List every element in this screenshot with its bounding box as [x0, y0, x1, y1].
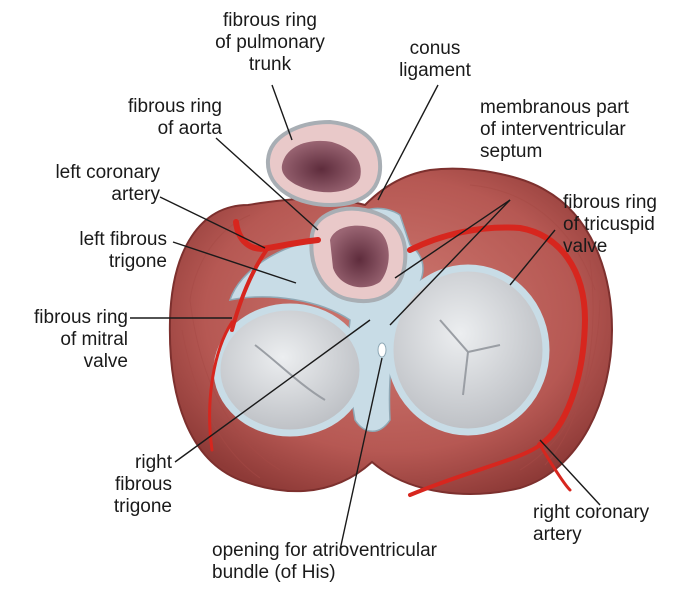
- label-aortic-ring: fibrous ring of aorta: [60, 96, 222, 140]
- label-membranous-septum: membranous part of interventricular sept…: [480, 97, 680, 163]
- label-line: trigone: [90, 496, 172, 518]
- tricuspid-valve: [390, 268, 546, 432]
- label-line: valve: [4, 351, 128, 373]
- label-line: of mitral: [4, 329, 128, 351]
- label-line: bundle (of His): [212, 562, 472, 584]
- label-line: valve: [563, 236, 688, 258]
- label-line: fibrous ring: [60, 96, 222, 118]
- label-tricuspid-ring: fibrous ring of tricuspid valve: [563, 192, 688, 258]
- label-line: left coronary: [10, 162, 160, 184]
- label-line: of aorta: [60, 118, 222, 140]
- label-line: left fibrous: [10, 229, 167, 251]
- label-line: trigone: [10, 251, 167, 273]
- label-line: membranous part: [480, 97, 680, 119]
- label-line: artery: [10, 184, 160, 206]
- leader-pulmonary-ring: [272, 85, 292, 140]
- label-conus-ligament: conus ligament: [380, 38, 490, 82]
- label-line: of interventricular: [480, 119, 680, 141]
- label-line: trunk: [200, 54, 340, 76]
- label-left-coronary: left coronary artery: [10, 162, 160, 206]
- label-line: fibrous: [90, 474, 172, 496]
- label-left-trigone: left fibrous trigone: [10, 229, 167, 273]
- label-line: fibrous ring: [200, 10, 340, 32]
- label-line: right coronary: [533, 502, 691, 524]
- label-line: septum: [480, 141, 680, 163]
- label-mitral-ring: fibrous ring of mitral valve: [4, 307, 128, 373]
- label-pulmonary-ring: fibrous ring of pulmonary trunk: [200, 10, 340, 76]
- label-right-trigone: right fibrous trigone: [90, 452, 172, 518]
- label-line: of tricuspid: [563, 214, 688, 236]
- his-bundle-opening: [378, 343, 386, 357]
- label-line: fibrous ring: [563, 192, 688, 214]
- label-line: opening for atrioventricular: [212, 540, 472, 562]
- mitral-valve: [217, 307, 363, 433]
- label-line: ligament: [380, 60, 490, 82]
- label-his-opening: opening for atrioventricular bundle (of …: [212, 540, 472, 584]
- label-line: artery: [533, 524, 691, 546]
- label-line: conus: [380, 38, 490, 60]
- label-line: fibrous ring: [4, 307, 128, 329]
- label-right-coronary: right coronary artery: [533, 502, 691, 546]
- label-line: of pulmonary: [200, 32, 340, 54]
- label-line: right: [90, 452, 172, 474]
